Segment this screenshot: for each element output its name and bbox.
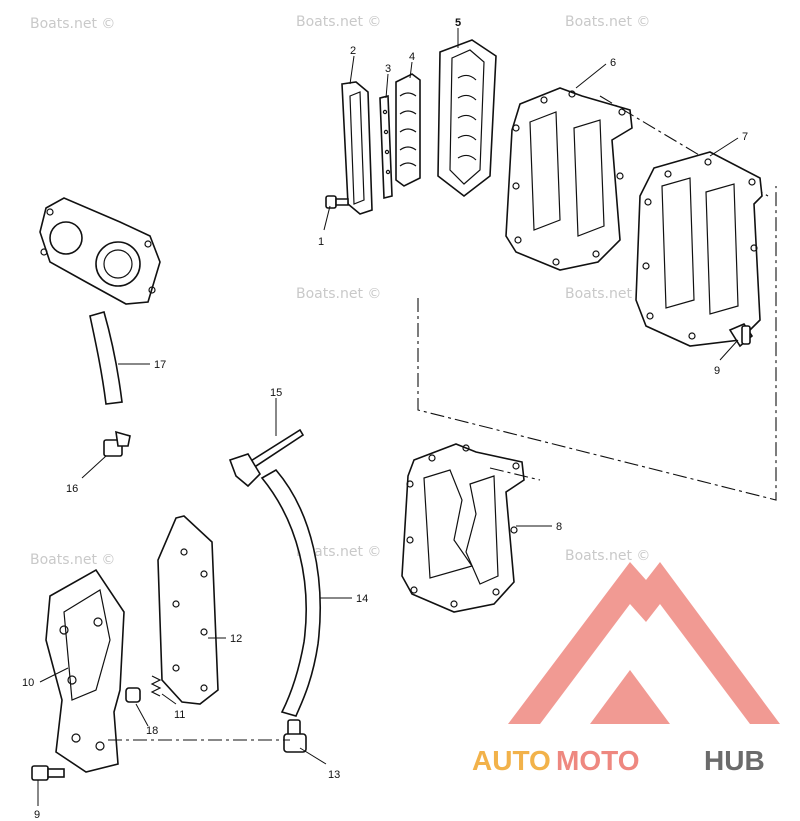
part-fitting-13 (283, 719, 307, 753)
part-screw (325, 195, 349, 209)
watermark: Boats.net © (565, 286, 650, 302)
callout-6: 6 (610, 57, 616, 69)
callout-10: 10 (22, 677, 34, 689)
part-gasket-top (505, 87, 633, 271)
callout-17: 17 (154, 359, 166, 371)
part-fitting-15 (228, 428, 305, 488)
watermark: Boats.net © (565, 14, 650, 30)
callout-5: 5 (455, 17, 461, 29)
part-spring (150, 675, 162, 697)
part-hose-14 (260, 468, 321, 717)
part-reed-plate (341, 81, 373, 215)
brand-text-auto: AUTO (472, 745, 551, 776)
callout-7: 7 (742, 131, 748, 143)
part-bracket (45, 568, 125, 773)
part-reed-petals (395, 73, 421, 187)
callout-18: 18 (146, 725, 158, 737)
watermark: Boats.net © (30, 16, 115, 32)
part-fuel-hose (89, 311, 123, 405)
watermark: Boats.net © (296, 14, 381, 30)
callout-8: 8 (556, 521, 562, 533)
part-fuel-pump (39, 197, 161, 305)
part-fitting-16 (103, 430, 131, 457)
callout-9-lower: 9 (34, 809, 40, 821)
callout-15: 15 (270, 387, 282, 399)
assembly-line (489, 467, 541, 481)
callout-12: 12 (230, 633, 242, 645)
part-reed-block (437, 39, 497, 198)
brand-text-moto: MOTO (556, 745, 639, 776)
part-gasket-12 (157, 515, 219, 705)
callout-9-right: 9 (714, 365, 720, 377)
callout-14: 14 (356, 593, 368, 605)
callout-16: 16 (66, 483, 78, 495)
watermark: Boats.net © (296, 544, 381, 560)
part-gasket-lower (401, 443, 525, 613)
callout-13: 13 (328, 769, 340, 781)
watermark: Boats.net © (296, 286, 381, 302)
assembly-line (417, 186, 777, 501)
watermark: Boats.net © (565, 548, 650, 564)
brand-logo-text: AUTO MOTO HUB (472, 745, 765, 776)
brand-text-hub: HUB (704, 745, 765, 776)
part-reed-stopper (379, 94, 393, 200)
part-bolt-right (728, 323, 754, 348)
watermark: Boats.net © (30, 552, 115, 568)
part-adapter-plate (635, 151, 763, 347)
callout-11: 11 (174, 709, 185, 721)
callout-2: 2 (350, 45, 356, 57)
leader-lines (37, 28, 739, 806)
brand-logo-mark (508, 562, 780, 724)
callout-3: 3 (385, 63, 391, 75)
callout-1: 1 (318, 236, 324, 248)
watermarks: Boats.net © Boats.net © Boats.net © Boat… (30, 14, 650, 568)
part-plug (125, 687, 141, 703)
callout-4: 4 (409, 51, 415, 63)
callout-numbers: 1 2 3 4 5 6 7 9 17 16 15 14 8 12 10 11 1… (22, 17, 748, 821)
part-bolt-lower (31, 765, 65, 781)
